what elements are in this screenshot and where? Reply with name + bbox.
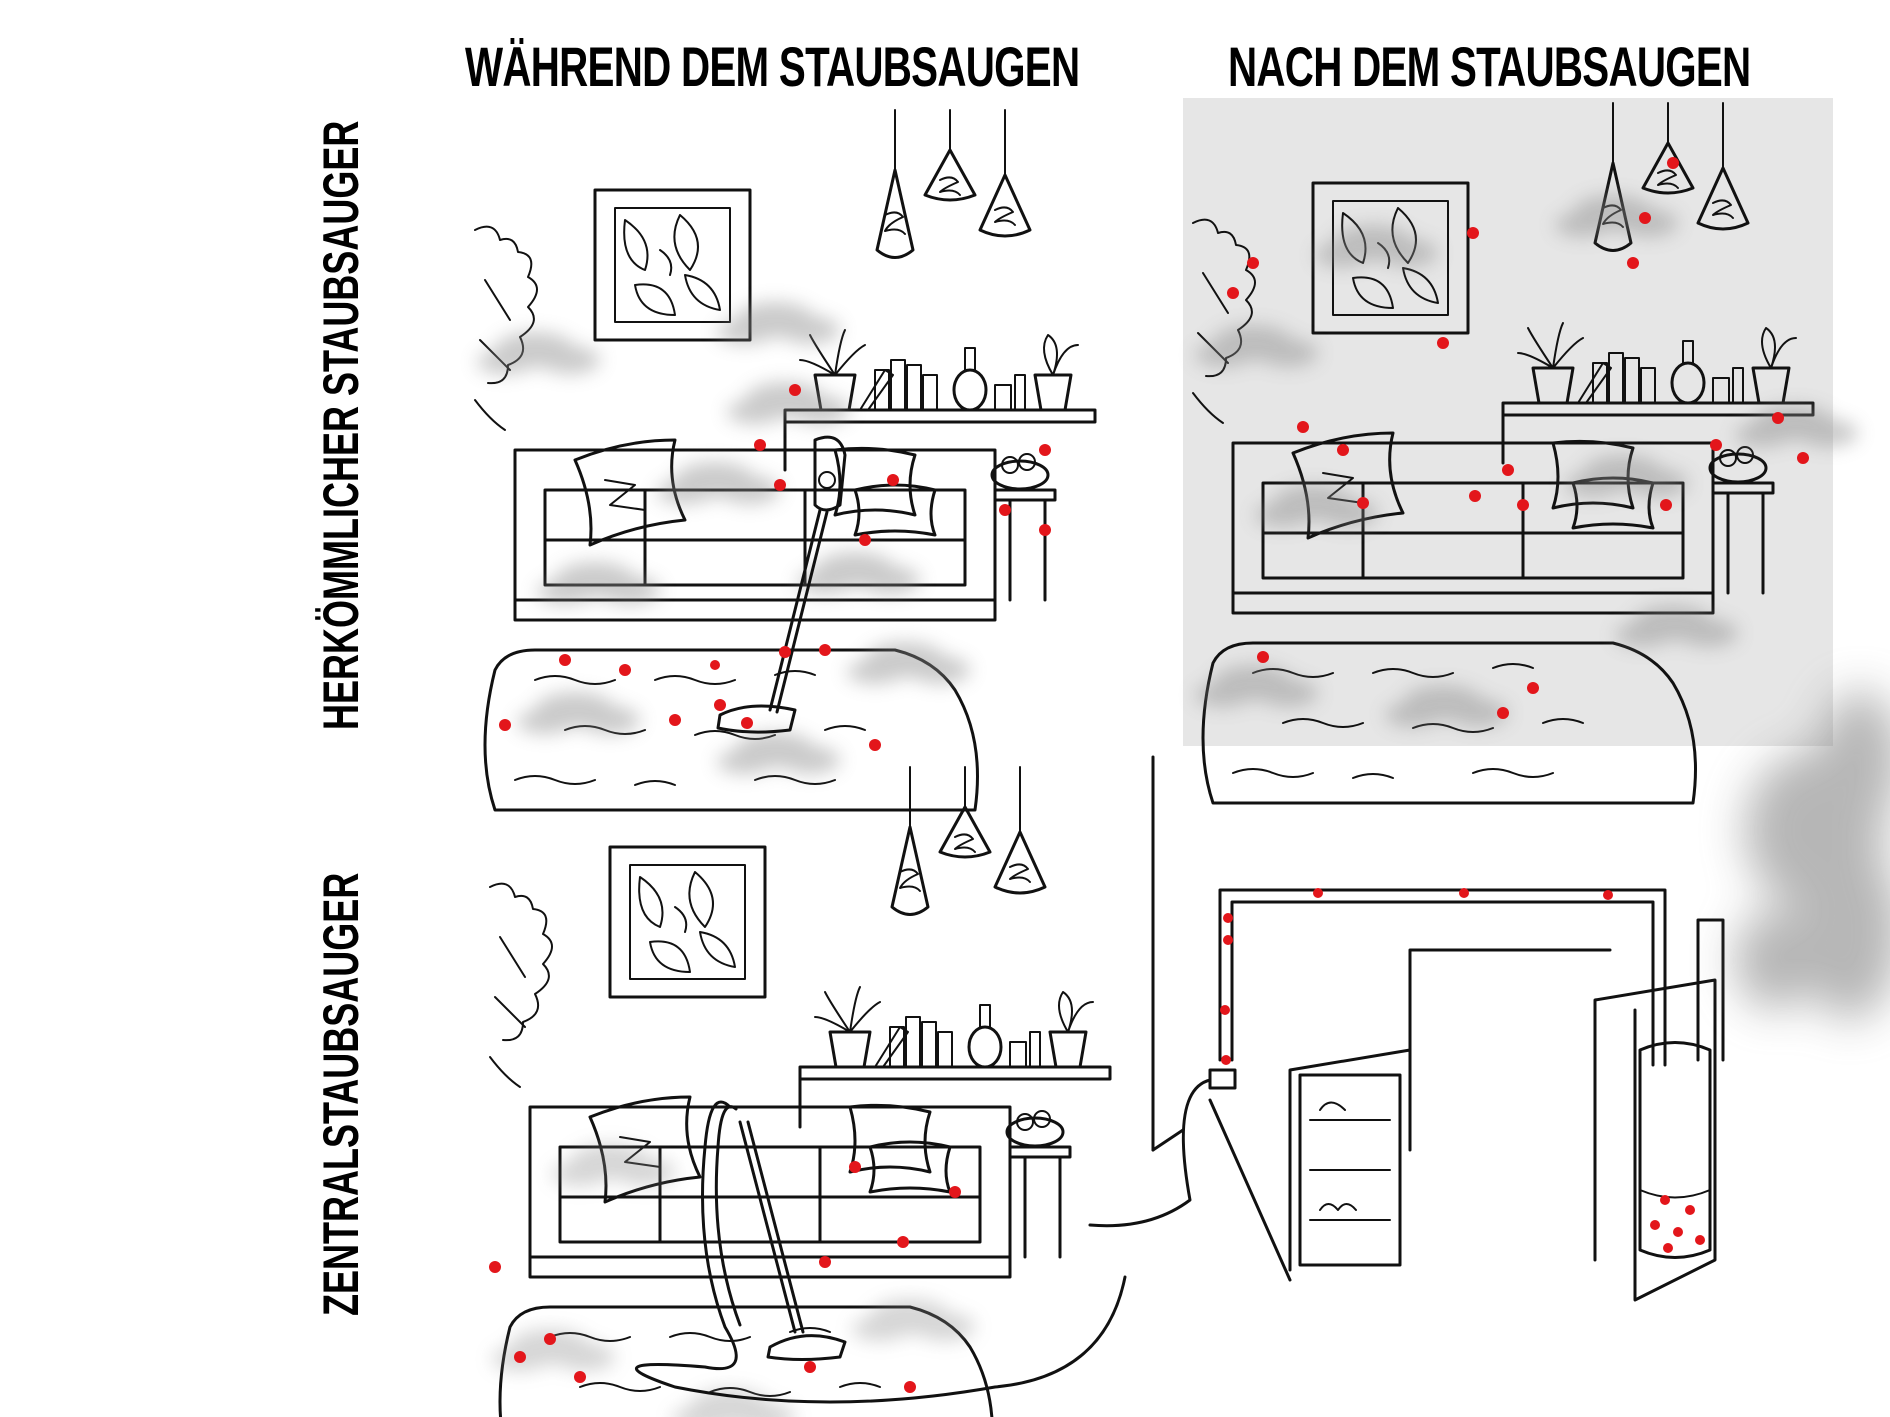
vacuum-hose-wand-icon [635,1100,1127,1404]
scene-conventional-during [473,108,1097,812]
heading-during-vacuuming: WÄHREND DEM STAUBSAUGEN [465,35,1080,98]
central-vacuum-system [1088,690,1890,1302]
wall-inlet [1208,1068,1237,1090]
scene-central-during [488,765,1127,1417]
central-vacuum-unit-icon [1638,918,1725,1259]
vacuum-pipe [1218,888,1667,1067]
scene-conventional-after [1183,98,1858,805]
exhaust-dust-cloud [1735,690,1890,1020]
heading-after-vacuuming: NACH DEM STAUBSAUGEN [1228,35,1751,98]
stick-vacuum-icon [716,435,847,734]
storage-shelf [1298,1073,1402,1267]
